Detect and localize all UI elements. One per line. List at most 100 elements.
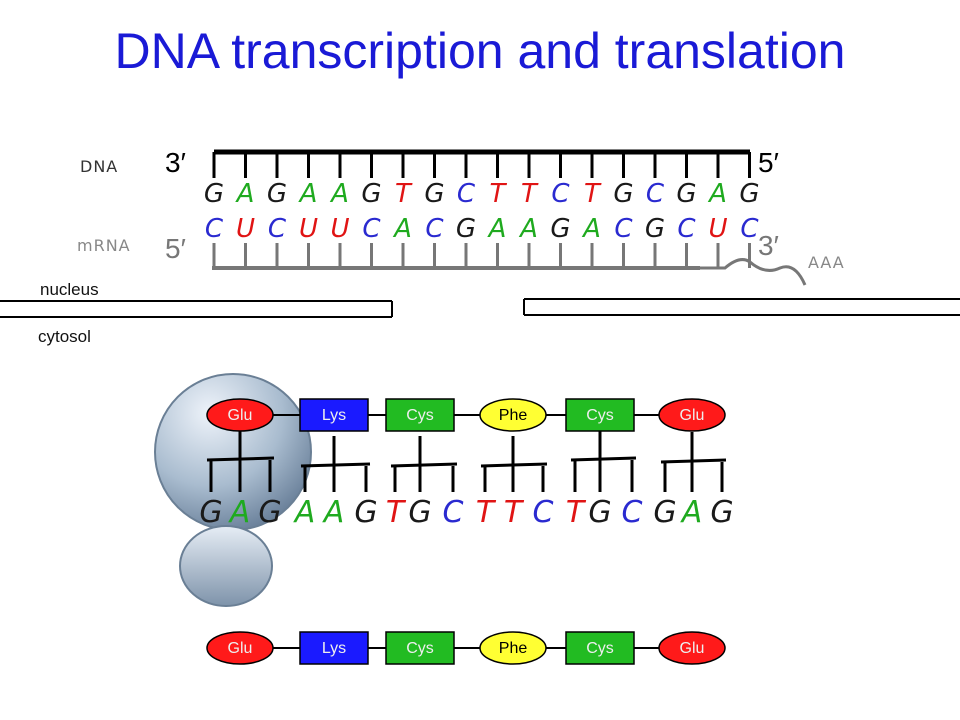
anticodon-base: T xyxy=(504,495,525,530)
anticodon-base: G xyxy=(258,495,281,530)
amino-acid-label: Glu xyxy=(228,407,253,424)
ribosome-small-subunit xyxy=(179,525,273,607)
mrna-base: G xyxy=(456,214,476,244)
amino-acid-label: Phe xyxy=(499,407,528,424)
dna-5prime-label: 5′ xyxy=(758,147,779,178)
amino-acid-label: Glu xyxy=(228,640,253,657)
anticodon-base: A xyxy=(293,495,316,530)
amino-acid-label: Glu xyxy=(680,407,705,424)
dna-label: DNA xyxy=(80,157,118,176)
amino-acid-label: Lys xyxy=(322,407,346,424)
mrna-base: C xyxy=(677,214,696,244)
anticodon-base: G xyxy=(408,495,431,530)
dna-base: G xyxy=(676,179,696,209)
trna-arm xyxy=(480,462,548,468)
anticodon-base: T xyxy=(566,495,587,530)
anticodon-base: C xyxy=(533,495,554,530)
trna-arm xyxy=(660,458,727,464)
anticodon-base: G xyxy=(710,495,733,530)
dna-3prime-label: 3′ xyxy=(165,147,186,178)
amino-acid-label: Cys xyxy=(406,640,434,657)
mrna-base: C xyxy=(740,214,759,244)
amino-acid-cys xyxy=(385,398,455,432)
mrna-base: G xyxy=(645,214,665,244)
dna-base: A xyxy=(707,179,727,209)
page-title: DNA transcription and translation xyxy=(115,23,846,79)
dna-base: G xyxy=(204,179,224,209)
anticodon-base: T xyxy=(386,495,407,530)
anticodon-base: C xyxy=(443,495,464,530)
mrna-5prime-label: 5′ xyxy=(165,233,186,264)
mrna-tail xyxy=(700,258,807,286)
dna-base: G xyxy=(739,179,759,209)
amino-acid-lys xyxy=(299,398,369,432)
anticodon-base: A xyxy=(680,495,703,530)
amino-acid-glu xyxy=(206,631,274,665)
mrna-base: C xyxy=(614,214,633,244)
amino-acid-label: Glu xyxy=(680,640,705,657)
mrna-base: A xyxy=(581,214,601,244)
dna-base-ticks xyxy=(212,152,751,178)
anticodon-base: T xyxy=(476,495,497,530)
mrna-base: U xyxy=(708,214,727,244)
mrna-base: U xyxy=(330,214,349,244)
amino-acid-glu xyxy=(658,398,726,432)
poly-a-tail-label: AAA xyxy=(808,253,845,272)
dna-base: G xyxy=(267,179,287,209)
dna-base: C xyxy=(551,179,570,209)
mrna-base: U xyxy=(299,214,318,244)
mrna-label: mRNA xyxy=(77,236,131,255)
anticodon-base: G xyxy=(653,495,676,530)
amino-acid-label: Lys xyxy=(322,640,346,657)
dna-base: A xyxy=(235,179,255,209)
trna-arm xyxy=(570,456,637,462)
amino-acid-phe xyxy=(479,398,547,432)
dna-base: G xyxy=(361,179,381,209)
trna-arm xyxy=(206,456,275,462)
nuclear-membrane-right xyxy=(523,298,960,316)
mrna-base-ticks xyxy=(212,243,751,268)
amino-acid-phe xyxy=(479,631,547,665)
mrna-base: C xyxy=(268,214,287,244)
mrna-base: C xyxy=(425,214,444,244)
mrna-3prime-label: 3′ xyxy=(758,230,779,261)
mrna-base: G xyxy=(550,214,570,244)
dna-base: A xyxy=(329,179,349,209)
anticodon-base: G xyxy=(199,495,222,530)
anticodon-base: G xyxy=(588,495,611,530)
mrna-base: A xyxy=(487,214,507,244)
amino-acid-cys xyxy=(565,398,635,432)
dna-base: G xyxy=(613,179,633,209)
amino-acid-cys xyxy=(385,631,455,665)
final-peptide: Glu Lys Cys Phe Cys Glu xyxy=(206,631,726,665)
amino-acid-lys xyxy=(299,631,369,665)
amino-acid-label: Cys xyxy=(406,407,434,424)
amino-acid-label: Phe xyxy=(499,640,528,657)
cytosol-label: cytosol xyxy=(38,327,91,346)
amino-acid-label: Cys xyxy=(586,640,614,657)
dna-base: G xyxy=(424,179,444,209)
mrna-base: A xyxy=(518,214,538,244)
dna-base: A xyxy=(298,179,318,209)
anticodon-base: C xyxy=(622,495,643,530)
amino-acid-glu xyxy=(658,631,726,665)
dna-base: T xyxy=(395,179,413,209)
amino-acid-cys xyxy=(565,631,635,665)
dna-base: C xyxy=(646,179,665,209)
anticodon-base: A xyxy=(322,495,345,530)
dna-base: T xyxy=(521,179,539,209)
trna-arm xyxy=(300,462,371,468)
mrna-base: C xyxy=(362,214,381,244)
mrna-base: U xyxy=(236,214,255,244)
dna-base: T xyxy=(490,179,508,209)
anticodon-base: G xyxy=(354,495,377,530)
dna-base: C xyxy=(457,179,476,209)
anticodon-base: A xyxy=(228,495,251,530)
trna-arm xyxy=(390,462,458,468)
mrna-base: C xyxy=(205,214,224,244)
